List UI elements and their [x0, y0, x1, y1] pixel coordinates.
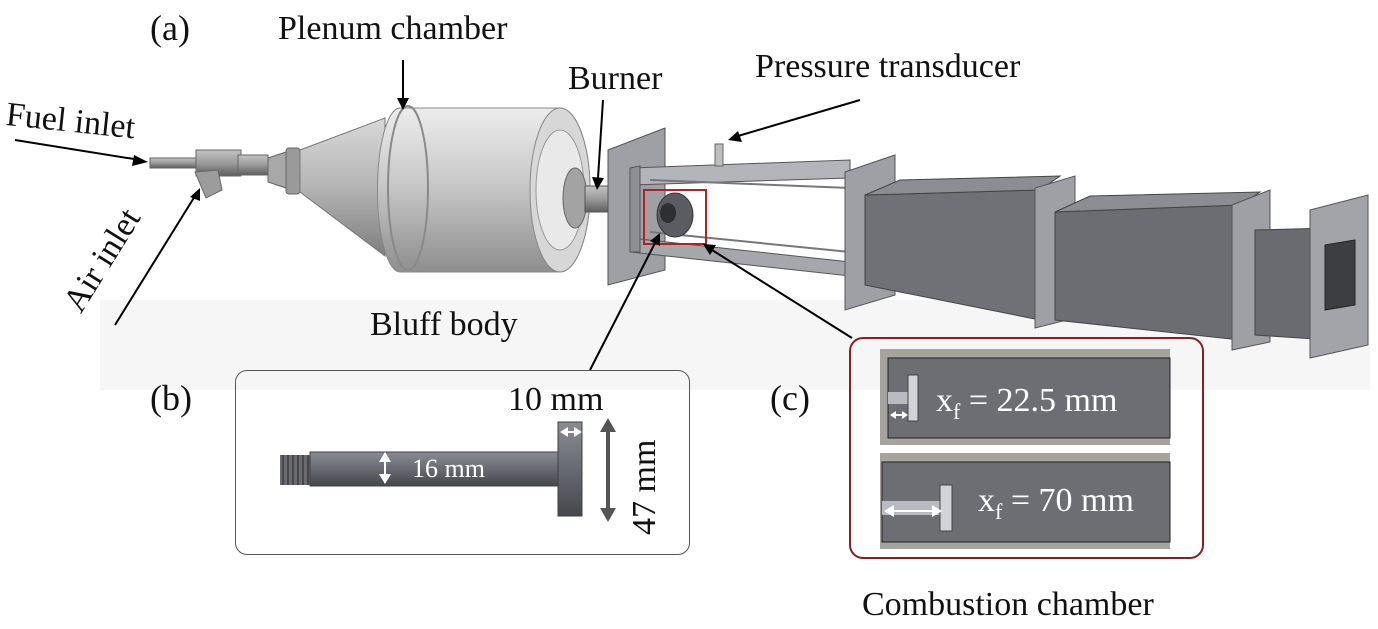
pointer-arrows [14, 60, 861, 371]
burner-label: Burner [568, 60, 663, 97]
xf-symbol-1: x [936, 382, 953, 419]
bluff-body-inset [235, 370, 690, 555]
xf-subscript-2: f [995, 498, 1003, 524]
xf-70-label: xf = 70 mm [978, 484, 1134, 523]
panel-label-a: (a) [150, 8, 190, 48]
bluff-body-label: Bluff body [370, 306, 518, 343]
shaft-diameter-dimension: 16 mm [412, 454, 485, 483]
bluff-body-highlight [643, 189, 707, 245]
combustion-chamber-assembly [607, 127, 1369, 359]
combustion-chamber-inset [849, 337, 1204, 559]
xf-subscript-1: f [953, 398, 961, 424]
xf-value-1: = 22.5 mm [968, 382, 1118, 419]
xf-value-2: = 70 mm [1010, 482, 1134, 519]
bluff-body-drawing [280, 418, 616, 522]
position-inset-1 [880, 349, 1171, 445]
position-inset-2 [880, 453, 1171, 549]
xf-symbol-2: x [978, 482, 995, 519]
xf-22-5-label: xf = 22.5 mm [936, 384, 1117, 423]
combustion-chamber-label: Combustion chamber [862, 586, 1154, 623]
pressure-transducer-label: Pressure transducer [755, 48, 1021, 85]
inlet-assembly [149, 149, 287, 199]
plenum-assembly [285, 105, 591, 273]
panel-label-b: (b) [150, 378, 192, 418]
disc-diameter-dimension: 47 mm [626, 439, 663, 535]
plenum-chamber-label: Plenum chamber [278, 10, 508, 47]
thickness-dimension: 10 mm [508, 381, 604, 418]
panel-label-c: (c) [770, 378, 810, 418]
